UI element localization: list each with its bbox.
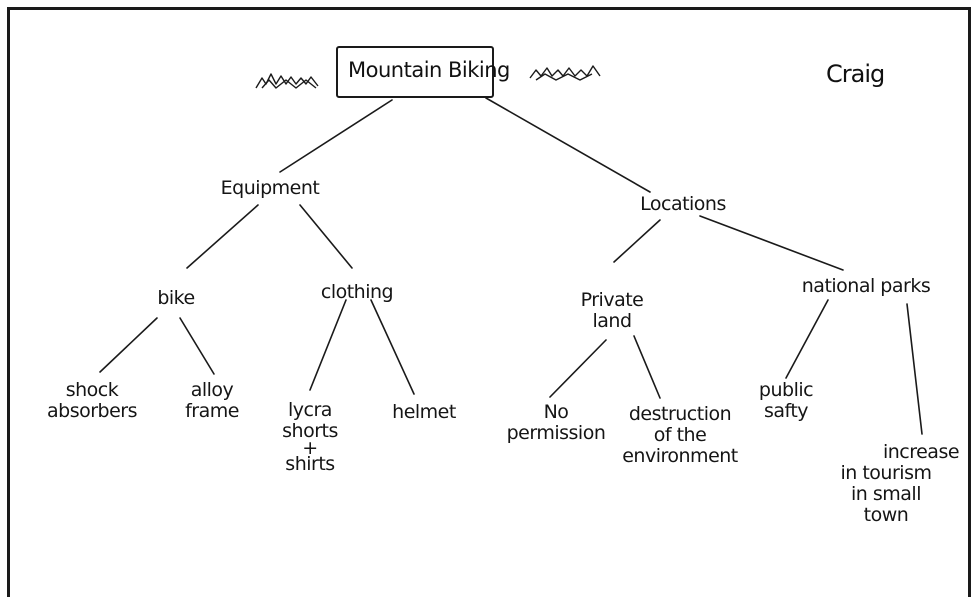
link-locations-national xyxy=(699,215,844,271)
map-title: Mountain Biking xyxy=(348,58,510,82)
node-locations: Locations xyxy=(640,193,726,215)
link-bike-shock xyxy=(99,317,158,373)
link-title-locations xyxy=(485,97,651,193)
node-national-parks: national parks xyxy=(801,275,931,297)
link-bike-alloy xyxy=(179,317,215,375)
node-equipment: Equipment xyxy=(220,177,320,199)
link-clothing-helmet xyxy=(370,299,415,395)
link-equipment-bike xyxy=(186,204,259,269)
link-private-destruction xyxy=(633,335,661,399)
author-name: Craig xyxy=(826,60,885,88)
link-equipment-clothing xyxy=(299,204,353,269)
page-border xyxy=(7,7,971,597)
link-locations-private xyxy=(613,219,661,263)
node-bike: bike xyxy=(157,287,195,309)
title-box xyxy=(336,46,494,98)
link-private-nopermission xyxy=(549,339,607,398)
link-clothing-lycra xyxy=(309,299,347,391)
link-title-equipment xyxy=(279,99,393,173)
node-clothing: clothing xyxy=(320,281,394,303)
link-national-public xyxy=(785,299,829,379)
node-helmet: helmet xyxy=(392,401,456,423)
link-national-tourism xyxy=(906,303,923,435)
